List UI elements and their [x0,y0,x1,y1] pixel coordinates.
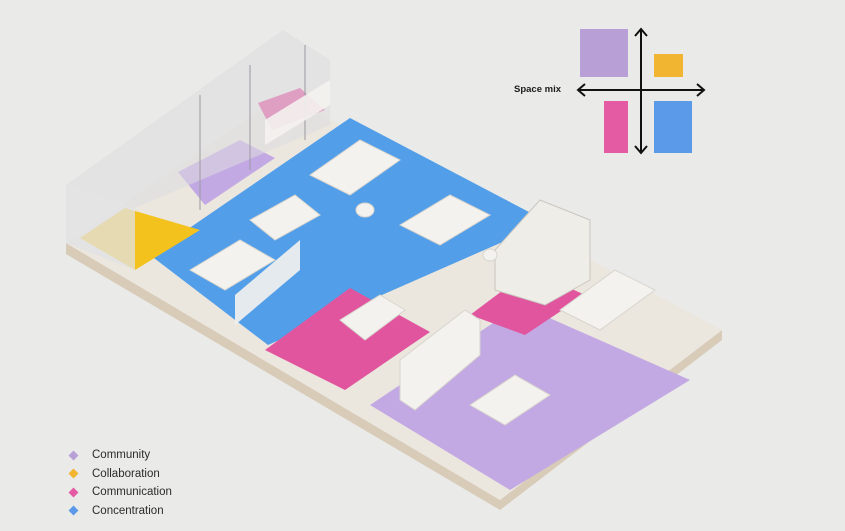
space-mix-communication-square [604,101,628,153]
space-mix-community-square [580,29,628,77]
desk-cluster [249,194,321,241]
legend-swatch-communication [68,487,79,498]
glass-wall-back [66,30,330,208]
legend-label: Collaboration [92,467,160,480]
desk-cluster [309,139,401,196]
desk-cluster [398,194,492,246]
legend-label: Community [92,449,151,462]
legend: Community Collaboration Communication Co… [68,447,172,519]
legend-swatch-collaboration [68,468,79,479]
space-mix-concentration-square [654,101,692,153]
floor-base-side-left [66,243,500,510]
round-seat [355,202,375,218]
legend-label: Concentration [92,504,164,517]
legend-item-communication: Communication [68,484,172,501]
round-seat [482,248,498,262]
legend-item-collaboration: Collaboration [68,466,172,483]
legend-item-concentration: Concentration [68,503,172,520]
room-divider-screen [265,80,330,145]
legend-swatch-concentration [68,505,79,516]
desk-cluster [189,239,276,291]
meeting-table [469,374,551,426]
space-mix-collaboration-square [654,54,683,77]
storage-wall [399,309,481,411]
space-mix-label: Space mix [514,84,561,95]
glass-wall-left [66,185,135,270]
lounge-sofa [339,294,406,341]
legend-label: Communication [92,486,172,499]
booth-pod [494,199,591,306]
space-mix-axes [576,27,706,155]
legend-swatch-community [68,450,79,461]
legend-item-community: Community [68,447,172,464]
room-divider-screen [235,240,300,325]
meeting-table [559,269,656,331]
